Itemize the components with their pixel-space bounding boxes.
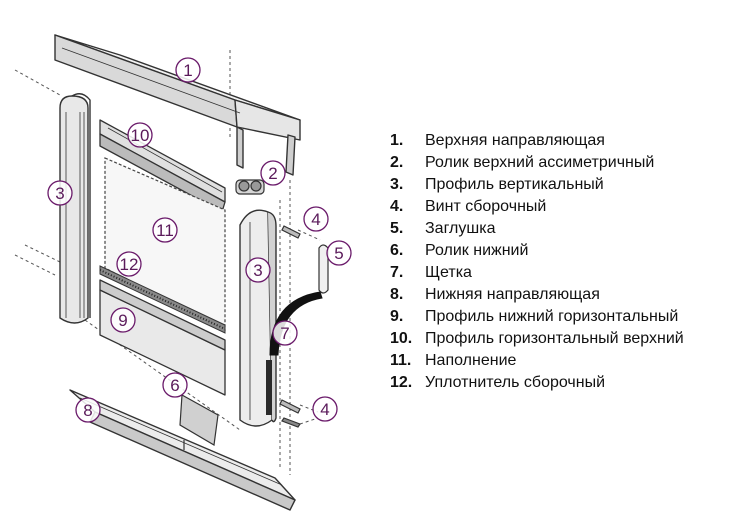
- legend-text: Уплотнитель сборочный: [425, 374, 606, 391]
- callout-11: 11: [152, 217, 178, 243]
- top-roller: [235, 179, 265, 195]
- legend-text: Винт сборочный: [425, 198, 547, 215]
- legend-number: 9.: [390, 308, 404, 325]
- callout-label: 2: [268, 164, 277, 183]
- legend-number: 2.: [390, 154, 404, 171]
- legend-item: 5. Заглушка: [390, 218, 684, 240]
- callout-1: 1: [175, 57, 201, 83]
- legend-number: 5.: [390, 220, 404, 237]
- legend-item: 8. Нижняя направляющая: [390, 284, 684, 306]
- legend-item: 3. Профиль вертикальный: [390, 174, 684, 196]
- callout-label: 7: [280, 324, 289, 343]
- callout-3: 3: [245, 257, 271, 283]
- callout-label: 1: [183, 61, 192, 80]
- legend-text: Ролик верхний ассиметричный: [425, 154, 655, 171]
- callout-3: 3: [47, 180, 73, 206]
- callout-12: 12: [116, 251, 142, 277]
- callout-7: 7: [272, 320, 298, 346]
- legend-text: Заглушка: [425, 220, 496, 237]
- callout-8: 8: [75, 397, 101, 423]
- legend-text: Щетка: [425, 264, 472, 281]
- callout-label: 6: [170, 376, 179, 395]
- end-cap: [318, 244, 329, 294]
- legend-item: 9. Профиль нижний горизонтальный: [390, 306, 684, 328]
- callout-6: 6: [162, 372, 188, 398]
- legend-item: 7. Щетка: [390, 262, 684, 284]
- callout-label: 3: [55, 184, 64, 203]
- callout-4: 4: [312, 396, 338, 422]
- legend-item: 10. Профиль горизонтальный верхний: [390, 328, 684, 350]
- left-vertical-profile: [59, 93, 91, 324]
- callout-label: 5: [334, 244, 343, 263]
- assembly-seal: [99, 265, 226, 334]
- legend-item: 2. Ролик верхний ассиметричный: [390, 152, 684, 174]
- bottom-track: [69, 389, 296, 511]
- legend-number: 7.: [390, 264, 404, 281]
- callout-label: 8: [83, 401, 92, 420]
- callout-label: 12: [120, 255, 139, 274]
- legend-item: 6. Ролик нижний: [390, 240, 684, 262]
- legend-text: Профиль горизонтальный верхний: [425, 330, 684, 347]
- legend-text: Нижняя направляющая: [425, 286, 600, 303]
- callout-9: 9: [110, 307, 136, 333]
- callout-4: 4: [303, 206, 329, 232]
- legend-number: 8.: [390, 286, 404, 303]
- legend-text: Профиль вертикальный: [425, 176, 604, 193]
- legend-number: 3.: [390, 176, 404, 193]
- legend-item: 11. Наполнение: [390, 350, 684, 372]
- right-vertical-profile: [239, 209, 277, 427]
- callout-label: 11: [156, 221, 174, 240]
- callout-10: 10: [127, 122, 153, 148]
- callout-label: 10: [131, 126, 150, 145]
- legend-text: Профиль нижний горизонтальный: [425, 308, 679, 325]
- callout-5: 5: [326, 240, 352, 266]
- bottom-roller: [179, 394, 219, 450]
- top-track: [54, 34, 301, 176]
- legend-number: 11.: [390, 352, 412, 369]
- legend-number: 1.: [390, 132, 404, 149]
- legend-text: Ролик нижний: [425, 242, 529, 259]
- assembly-screws: [279, 225, 301, 428]
- legend-number: 4.: [390, 198, 404, 215]
- callout-label: 4: [311, 210, 320, 229]
- callout-label: 3: [253, 261, 262, 280]
- callout-label: 4: [320, 400, 329, 419]
- legend-number: 10.: [390, 330, 413, 347]
- legend-text: Верхняя направляющая: [425, 132, 605, 149]
- callout-2: 2: [260, 160, 286, 186]
- legend-item: 1. Верхняя направляющая: [390, 130, 684, 152]
- legend-number: 12.: [390, 374, 413, 391]
- legend-item: 12. Уплотнитель сборочный: [390, 372, 684, 394]
- legend-text: Наполнение: [425, 352, 517, 369]
- callout-label: 9: [118, 311, 127, 330]
- legend-number: 6.: [390, 242, 404, 259]
- parts-legend: 1. Верхняя направляющая 2. Ролик верхний а…: [390, 130, 684, 394]
- legend-item: 4. Винт сборочный: [390, 196, 684, 218]
